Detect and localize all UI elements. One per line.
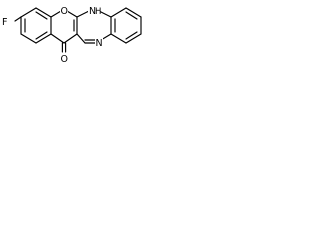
fluorine-atom-label: F xyxy=(2,17,7,28)
amine-nitrogen-label: N xyxy=(89,6,96,17)
imine-nitrogen-label: N xyxy=(96,38,103,49)
carbonyl-oxygen-label: O xyxy=(61,54,68,65)
ring-oxygen-label: O xyxy=(61,6,68,17)
carbonyl-group xyxy=(61,42,67,53)
amine-hydrogen-label: H xyxy=(95,7,101,17)
pyranone-ring xyxy=(50,10,78,44)
chemical-structure: F O O N H N xyxy=(2,5,142,65)
fluorine-bond xyxy=(14,16,22,22)
right-benzene-ring xyxy=(110,7,142,44)
diazepine-ring xyxy=(76,10,112,44)
fluoro-benzene-ring xyxy=(20,7,52,44)
